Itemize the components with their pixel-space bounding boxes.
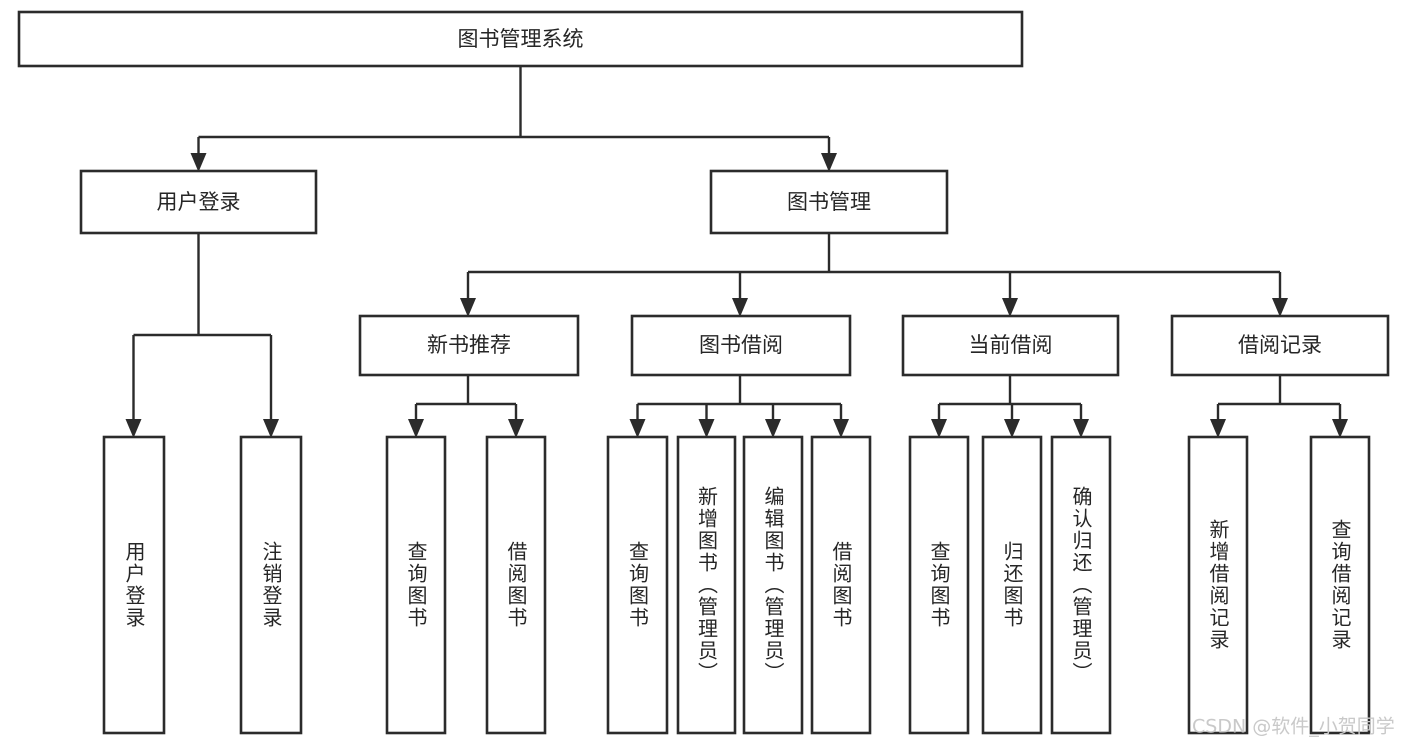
arrow-to-leaf-query-book-rec bbox=[408, 419, 424, 438]
node-borrow-record[interactable]: 借阅记录 bbox=[1170, 314, 1390, 377]
arrow-to-leaf-borrow-book bbox=[833, 419, 849, 438]
arrow-to-leaf-query-book-borrow bbox=[629, 419, 646, 438]
leaf-query-book-current-label: 查询图书 bbox=[927, 541, 951, 629]
arrow-to-leaf-borrow-book-rec bbox=[508, 419, 524, 438]
arrow-to-user-login bbox=[190, 153, 207, 172]
node-root-label: 图书管理系统 bbox=[458, 27, 584, 51]
node-book-borrow-label: 图书借阅 bbox=[699, 333, 783, 357]
leaf-query-book-borrow[interactable]: 查询图书 bbox=[606, 435, 669, 735]
leaf-edit-book-label: 编辑图书（管理员） bbox=[761, 486, 785, 684]
arrow-to-leaf-query-record bbox=[1332, 419, 1348, 438]
leaf-query-borrow-record-label: 查询借阅记录 bbox=[1328, 519, 1352, 651]
connector-book-borrow-to-leaves bbox=[629, 375, 849, 438]
arrow-to-book-borrow bbox=[732, 298, 748, 317]
leaf-query-borrow-record[interactable]: 查询借阅记录 bbox=[1309, 435, 1371, 735]
node-new-book-recommend[interactable]: 新书推荐 bbox=[358, 314, 580, 377]
leaf-query-book-current[interactable]: 查询图书 bbox=[908, 435, 970, 735]
leaf-confirm-return-label: 确认归还（管理员） bbox=[1069, 486, 1093, 684]
leaf-user-login-label: 用户登录 bbox=[122, 541, 146, 629]
leaf-add-book-label: 新增图书（管理员） bbox=[695, 486, 719, 684]
leaf-query-book-borrow-label: 查询图书 bbox=[626, 541, 650, 629]
leaf-borrow-book[interactable]: 借阅图书 bbox=[810, 435, 872, 735]
leaf-query-book-recommend[interactable]: 查询图书 bbox=[385, 435, 447, 735]
node-current-borrow-label: 当前借阅 bbox=[969, 333, 1053, 357]
leaf-borrow-book-label: 借阅图书 bbox=[829, 541, 853, 629]
node-borrow-record-label: 借阅记录 bbox=[1238, 333, 1322, 357]
node-book-manage-label: 图书管理 bbox=[787, 190, 871, 214]
leaf-node-group: 用户登录 注销登录 查询图书 借阅图书 查询图书 新增图书（管理员） bbox=[102, 435, 1371, 735]
leaf-user-login[interactable]: 用户登录 bbox=[102, 435, 166, 735]
arrow-to-leaf-add-book bbox=[698, 419, 715, 438]
node-current-borrow[interactable]: 当前借阅 bbox=[901, 314, 1120, 377]
arrow-to-leaf-return-book bbox=[1004, 419, 1020, 438]
connector-new-book-rec-to-leaves bbox=[408, 375, 524, 438]
leaf-logout[interactable]: 注销登录 bbox=[239, 435, 303, 735]
leaf-add-book[interactable]: 新增图书（管理员） bbox=[676, 435, 737, 735]
connector-book-manage-to-level3 bbox=[460, 233, 1288, 317]
node-user-login-label: 用户登录 bbox=[157, 190, 241, 214]
leaf-add-borrow-record[interactable]: 新增借阅记录 bbox=[1187, 435, 1249, 735]
arrow-to-new-book-rec bbox=[460, 298, 476, 317]
leaf-borrow-book-recommend-label: 借阅图书 bbox=[504, 541, 528, 629]
node-book-borrow[interactable]: 图书借阅 bbox=[630, 314, 852, 377]
leaf-query-book-recommend-label: 查询图书 bbox=[404, 541, 428, 629]
connector-borrow-record-to-leaves bbox=[1210, 375, 1348, 438]
node-new-book-recommend-label: 新书推荐 bbox=[427, 333, 511, 357]
node-root[interactable]: 图书管理系统 bbox=[17, 10, 1024, 68]
connector-root-to-level2 bbox=[190, 66, 837, 172]
arrow-to-leaf-query-book-cur bbox=[931, 419, 947, 438]
arrow-to-leaf-confirm-return bbox=[1073, 419, 1089, 438]
arrow-to-current-borrow bbox=[1002, 298, 1018, 317]
leaf-add-borrow-record-label: 新增借阅记录 bbox=[1206, 519, 1230, 651]
leaf-return-book[interactable]: 归还图书 bbox=[981, 435, 1043, 735]
connector-user-login-to-leaves bbox=[125, 233, 279, 438]
leaf-edit-book[interactable]: 编辑图书（管理员） bbox=[742, 435, 804, 735]
leaf-borrow-book-recommend[interactable]: 借阅图书 bbox=[485, 435, 547, 735]
leaf-confirm-return[interactable]: 确认归还（管理员） bbox=[1050, 435, 1112, 735]
leaf-logout-label: 注销登录 bbox=[259, 541, 283, 629]
node-user-login[interactable]: 用户登录 bbox=[79, 169, 318, 235]
arrow-to-borrow-record bbox=[1272, 298, 1288, 317]
arrow-to-leaf-edit-book bbox=[765, 419, 781, 438]
leaf-return-book-label: 归还图书 bbox=[1000, 541, 1024, 629]
node-book-manage[interactable]: 图书管理 bbox=[709, 169, 949, 235]
arrow-to-leaf-logout bbox=[263, 419, 279, 438]
csdn-watermark: CSDN @软件_小贺同学 bbox=[1192, 716, 1395, 738]
connector-current-borrow-to-leaves bbox=[931, 375, 1089, 438]
arrow-to-leaf-user-login bbox=[125, 419, 142, 438]
arrow-to-leaf-add-record bbox=[1210, 419, 1226, 438]
arrow-to-book-manage bbox=[821, 153, 837, 172]
